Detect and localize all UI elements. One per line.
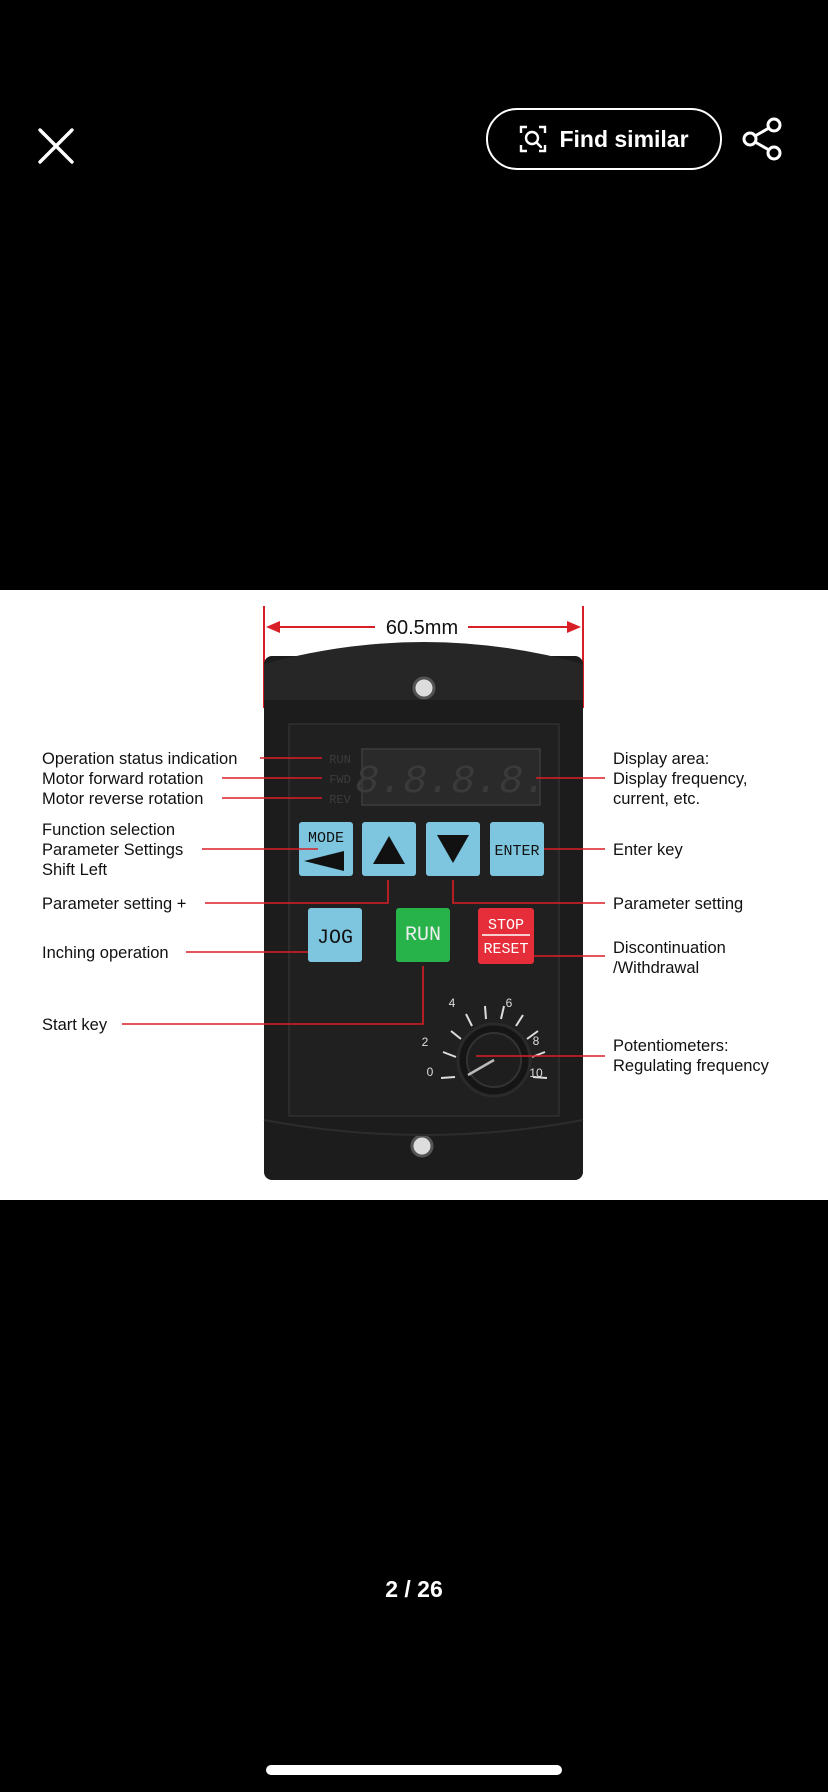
label-stop-2: /Withdrawal bbox=[613, 959, 699, 977]
dial-mark-0: 0 bbox=[427, 1065, 434, 1079]
label-function-2: Parameter Settings bbox=[42, 841, 183, 859]
mode-key-label: MODE bbox=[308, 830, 344, 847]
indicator-run: RUN bbox=[329, 753, 351, 767]
label-start: Start key bbox=[42, 1016, 108, 1034]
run-key: RUN bbox=[396, 908, 450, 962]
reset-key-label: RESET bbox=[483, 941, 528, 958]
arrow-down-icon bbox=[437, 835, 469, 863]
label-forward: Motor forward rotation bbox=[42, 770, 203, 788]
close-button[interactable] bbox=[34, 124, 78, 168]
display-digits: 8.8.8.8. bbox=[355, 760, 547, 805]
dial-mark-10: 10 bbox=[529, 1066, 543, 1080]
product-image[interactable]: 60.5mm RUN FWD REV 8.8.8.8. MODE bbox=[0, 590, 828, 1200]
right-callout-labels: Display area: Display frequency, current… bbox=[613, 750, 770, 1075]
stop-reset-key: STOP RESET bbox=[478, 908, 534, 964]
dial-mark-8: 8 bbox=[533, 1034, 540, 1048]
label-status: Operation status indication bbox=[42, 750, 237, 768]
down-key bbox=[426, 822, 480, 876]
mode-key: MODE bbox=[299, 822, 353, 876]
indicator-rev: REV bbox=[329, 793, 351, 807]
shift-left-icon bbox=[304, 851, 344, 871]
label-param-plus: Parameter setting + bbox=[42, 895, 186, 913]
label-function-3: Shift Left bbox=[42, 861, 108, 879]
visual-search-icon bbox=[520, 125, 547, 153]
stop-key-label: STOP bbox=[488, 917, 524, 934]
label-enter: Enter key bbox=[613, 841, 683, 859]
image-counter: 2 / 26 bbox=[385, 1576, 443, 1602]
indicator-fwd: FWD bbox=[329, 773, 351, 787]
label-param: Parameter setting bbox=[613, 895, 743, 913]
label-reverse: Motor reverse rotation bbox=[42, 790, 203, 808]
left-callout-labels: Operation status indication Motor forwar… bbox=[42, 750, 237, 1034]
label-function-1: Function selection bbox=[42, 821, 175, 839]
share-button[interactable] bbox=[740, 116, 786, 162]
up-key bbox=[362, 822, 416, 876]
label-pot-2: Regulating frequency bbox=[613, 1057, 770, 1075]
label-display-1: Display area: bbox=[613, 750, 709, 768]
status-indicators: RUN FWD REV bbox=[329, 753, 351, 807]
callout-lines bbox=[122, 757, 605, 1057]
enter-key: ENTER bbox=[490, 822, 544, 876]
arrow-up-icon bbox=[373, 836, 405, 864]
find-similar-button[interactable]: Find similar bbox=[486, 108, 722, 170]
jog-key: JOG bbox=[308, 908, 362, 962]
dial-mark-6: 6 bbox=[506, 996, 513, 1010]
run-key-label: RUN bbox=[405, 924, 441, 947]
label-display-3: current, etc. bbox=[613, 790, 700, 808]
label-pot-1: Potentiometers: bbox=[613, 1037, 729, 1055]
dial-mark-2: 2 bbox=[422, 1035, 429, 1049]
label-inching: Inching operation bbox=[42, 944, 169, 962]
label-display-2: Display frequency, bbox=[613, 770, 748, 788]
dimension-label: 60.5mm bbox=[386, 617, 458, 639]
share-icon bbox=[742, 117, 782, 161]
label-stop-1: Discontinuation bbox=[613, 939, 726, 957]
enter-key-label: ENTER bbox=[494, 843, 539, 860]
home-indicator[interactable] bbox=[266, 1765, 562, 1775]
dial-mark-4: 4 bbox=[449, 996, 456, 1010]
led-display: 8.8.8.8. bbox=[355, 748, 547, 806]
potentiometer: 0 2 4 6 8 10 bbox=[422, 996, 548, 1098]
find-similar-label: Find similar bbox=[559, 125, 689, 152]
close-icon bbox=[38, 128, 74, 164]
jog-key-label: JOG bbox=[317, 927, 353, 950]
